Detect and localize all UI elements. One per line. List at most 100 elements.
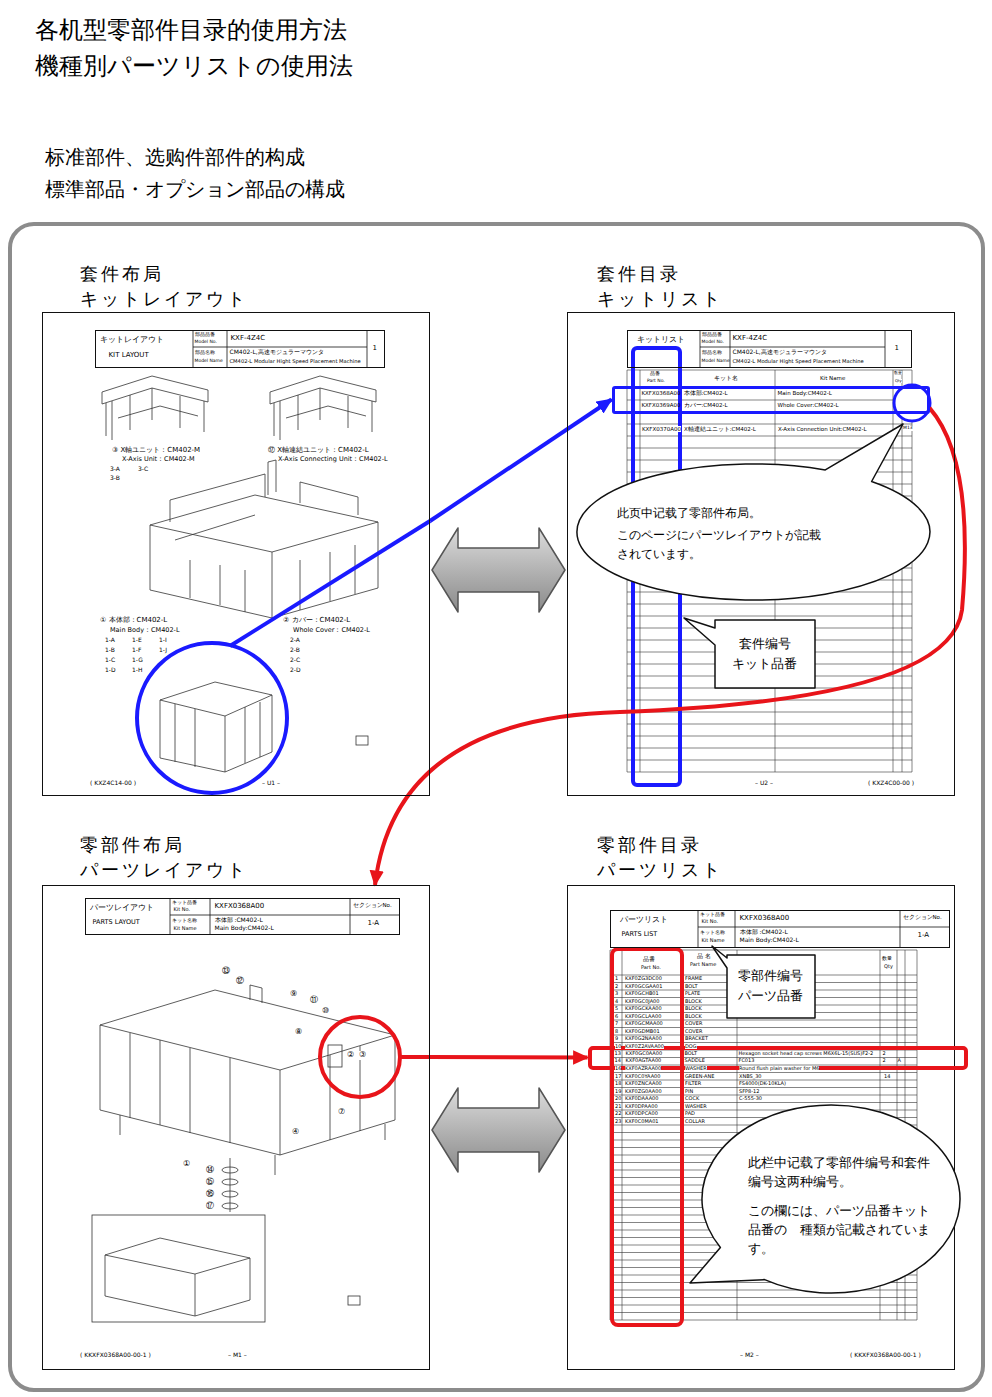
grid-line [627,760,912,761]
label-text: Part No. [641,965,661,971]
label-text: GREEN-ANE [685,1074,714,1080]
node-text: KXFX0368A00 [740,914,790,922]
hand-icon [348,1296,360,1305]
label-text: KXF0G2NAA00 [625,1036,662,1042]
double-arrow [432,528,565,612]
foot-drawing [222,1191,238,1197]
speech-bubble: 此栏中记载了零部件编号和套件编号这两种编号。この欄には、パーツ品番キット品番の … [700,1103,962,1295]
label-text: BLOCK [685,999,702,1005]
cell-line [226,330,227,368]
callout-outline [712,946,815,1018]
node-text: 1-A [368,919,380,927]
page-thumbnail: 套件目录 キットリストキットリスト部品品番Model No.KXF-4Z4C部品… [567,312,955,796]
label-text: 9 [615,1036,618,1042]
title-block: パーツリストPARTS LISTキット品番Kit No.KXFX0368A00キ… [610,910,950,948]
node-text: Whole Cover:CM402-L [778,402,839,408]
label-text: ⑰ X軸連結ユニット：CM402-L [268,447,369,455]
label-text: KXF0GCLAA00 [625,1014,661,1020]
label-text: XNBS_30 [739,1074,762,1080]
title-block: パーツレイアウトPARTS LAYOUTキット品番Kit No.KXFX0368… [85,898,400,935]
label-text: 2-B [290,647,300,654]
node-text: SADDLE [685,1058,705,1064]
callout-outline [684,618,815,688]
cell-line [697,910,698,948]
grid-line [610,1305,917,1306]
node-text: KIT LAYOUT [109,351,149,359]
label-text: KXF0C0MA01 [625,1119,659,1125]
cell-line [169,898,170,935]
node-text: 2 [883,1058,886,1064]
label-text: 1-J [159,647,167,654]
frame-drawing [270,376,376,440]
label-text: PAD [685,1111,695,1117]
node-text: 部品名称 [195,350,215,356]
speech-bubble: 此页中记载了零部件布局。このページにパーツレイアウトが記載されています。 [575,462,932,602]
title-block: キットリスト部品品番Model No.KXF-4Z4C部品名称Model Nam… [627,330,912,368]
callout-number: ⑬ [222,967,230,976]
label-text: 1-D [105,667,116,674]
label-text: KXF0Z2AVAA00 [625,1044,664,1050]
node-text: 14 [615,1058,621,1064]
grid-line [627,604,912,605]
label-text: KXF0ZNCAA00 [625,1081,662,1087]
cell-line [193,346,367,347]
node-text: PARTS LAYOUT [93,919,140,926]
node-text: 2 [883,1051,886,1057]
foot-drawing [222,1203,238,1209]
label-text: 1-G [132,657,143,664]
label-text: – M2 – [740,1352,759,1359]
page-title: 各机型零部件目录的使用方法 機種別パーツリストの使用法 [35,12,375,84]
label-text: 3-A [110,466,120,473]
cell-line [192,330,193,368]
callout-number: ⑭ [206,1166,214,1175]
label-text: – U1 – [262,780,280,787]
callout-number: ⑫ [236,977,244,986]
label-text: 3-C [138,466,148,473]
node-text: Main Body:CM402-L [778,390,832,396]
cell-line [349,898,350,935]
label-text: 20 [615,1096,621,1102]
node-text: カバー:CM402-L [684,402,728,408]
node-text: 本体部 :CM402-L [215,917,263,924]
grid-line [627,724,912,725]
grid-line [610,1297,917,1298]
label-text: KXF0ZG0AA00 [625,1089,662,1095]
bubble-outline [690,1105,960,1293]
callout-number: ⑧ [295,1028,302,1037]
cell-line [366,330,367,368]
node-text: FC013 [739,1058,755,1064]
foot-drawing [222,1179,238,1185]
label-text: 1-I [159,637,167,644]
node-text: 部品品番 [702,332,722,338]
callout-number: ④ [292,1128,299,1137]
unit-drawing [160,682,272,772]
node-text: キットリスト [637,335,685,344]
node-text: Kit No. [174,907,191,913]
label-text: Part Name [690,962,716,968]
node-text: 套件编号 キット品番 [732,634,797,674]
label-text: KXF0C0YAA00 [625,1074,660,1080]
node-text: パーツレイアウト [90,903,154,912]
label-text: Whole Cover：CM402-L [293,627,370,634]
grid-line [610,1320,917,1321]
page-thumbnail: 零部件布局 パーツレイアウトパーツレイアウトPARTS LAYOUTキット品番K… [42,885,430,1370]
node-text: CM402-L Modular Hight Speed Placement Ma… [733,358,864,364]
node-text: キット品番 [700,912,725,918]
callout-number: ⑦ [338,1108,345,1117]
label-text: KXF0GC0JA00 [625,999,659,1005]
node-text: Kit Name [702,938,725,944]
node-text: Main Body:CM402-L [215,925,274,932]
label-text: ③ X軸ユニット：CM402-M [112,447,200,455]
frame-drawing [270,376,376,440]
label-text: 1-H [132,667,143,674]
label-text: BLOCK [685,1006,702,1012]
label-text: DOG [685,1044,697,1050]
label-text: COVER [685,1029,702,1035]
label-text: 2-A [290,637,300,644]
label-text: 6 [615,1014,618,1020]
label-text: KXF0DAAA00 [625,1096,658,1102]
label-text: PLATE [685,991,700,997]
node-text: 1 [373,344,377,352]
highlight-circle [320,1017,400,1097]
label-text: KXF0GDMB01 [625,1029,660,1035]
